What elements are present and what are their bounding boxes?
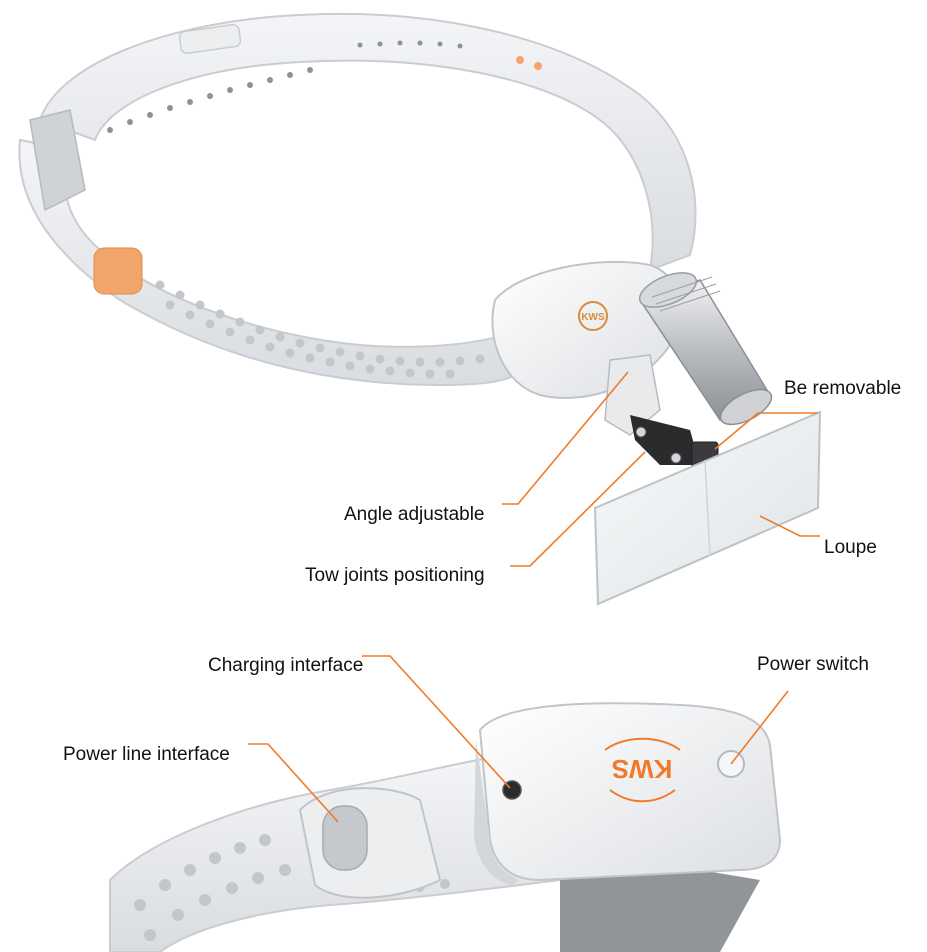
orange-dot-top-2	[534, 62, 542, 70]
rear-adjuster	[29, 109, 86, 212]
lamp-mount: KWS	[491, 260, 719, 471]
callout-lines	[248, 371, 820, 823]
headband-strap-back	[38, 12, 697, 272]
callout-power-line-interface: Power line interface	[63, 744, 230, 765]
callout-line-loupe	[759, 515, 820, 537]
callout-charging-interface: Charging interface	[208, 655, 364, 676]
callout-be-removable: Be removable	[784, 378, 902, 399]
callout-power-switch: Power switch	[757, 654, 869, 675]
logo-battery: KWS	[612, 754, 673, 784]
power-line-port	[322, 805, 368, 871]
callout-line-power-line	[248, 743, 339, 823]
strap-perforations-back	[107, 40, 463, 133]
callout-line-tow-joints	[510, 451, 646, 567]
callout-angle-adjustable: Angle adjustable	[344, 504, 485, 525]
headlamp	[638, 272, 773, 426]
battery-pack: KWS	[109, 702, 782, 952]
loupe-glass	[593, 410, 822, 606]
top-buckle	[178, 23, 242, 55]
bottom-strap-right	[560, 870, 760, 952]
callout-line-power-switch	[730, 690, 789, 765]
callout-line-angle-adjustable	[502, 371, 629, 505]
callout-loupe: Loupe	[824, 537, 877, 558]
callout-line-charging	[362, 655, 511, 789]
strap-perforations-front	[155, 280, 485, 379]
callout-line-be-removable	[714, 412, 818, 450]
orange-dot-top	[516, 56, 524, 64]
orange-pad-left	[93, 247, 143, 295]
headband-top	[18, 12, 697, 387]
callout-tow-joints: Tow joints positioning	[305, 565, 485, 586]
logo-mount: KWS	[581, 312, 605, 323]
